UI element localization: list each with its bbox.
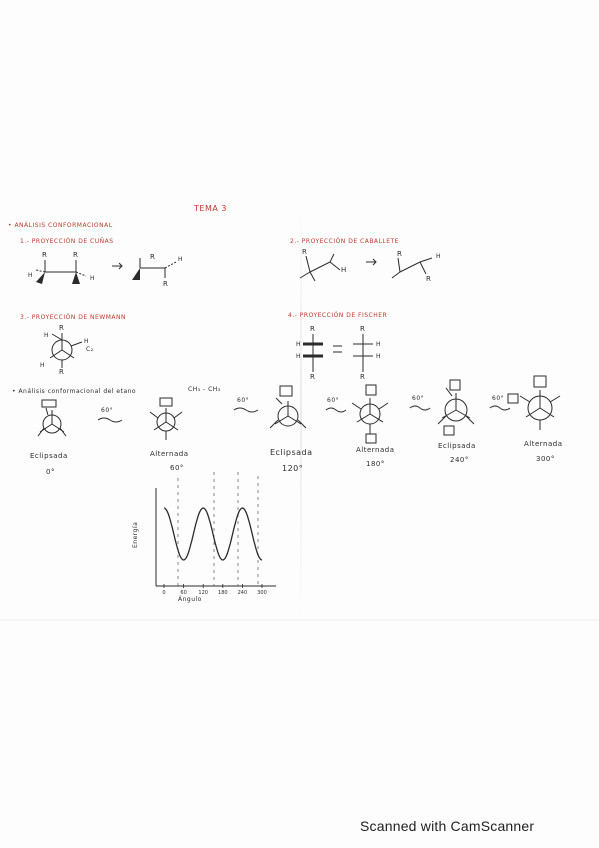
conformation-angle-5: 240°: [450, 456, 469, 464]
rotation-arrows: [97, 405, 511, 423]
main-heading: • ANÁLISIS CONFORMACIONAL: [8, 222, 113, 229]
atom-h-4: H: [341, 266, 347, 274]
page-fold: [300, 200, 302, 620]
conformer-newman-4: [351, 384, 389, 444]
newman-projection: [49, 333, 83, 368]
atom-r-8: R: [59, 324, 65, 332]
atom-r-2: R: [73, 251, 79, 259]
x-ticks: 0 60 120 180 240 300: [162, 584, 267, 596]
atom-r-5: R: [302, 248, 308, 256]
chart-ylabel: Energía: [132, 521, 139, 548]
atom-h-12: H: [376, 353, 382, 360]
atom-h-1: H: [28, 272, 34, 279]
conformer-newman-5: [437, 379, 475, 436]
atom-r-12: R: [360, 325, 366, 333]
energy-chart: 0 60 120 180 240 300: [155, 472, 276, 596]
rotation-label-3: 60°: [327, 397, 340, 404]
x-tick-label: 0: [162, 590, 165, 596]
atom-r-7: R: [426, 275, 432, 283]
atom-h-11: H: [296, 353, 302, 360]
rotation-label-4: 60°: [412, 395, 425, 402]
conformation-name-1: Eclipsada: [30, 452, 68, 460]
x-tick-label: 120: [198, 590, 208, 596]
camscanner-watermark: Scanned with CamScanner: [360, 818, 535, 834]
section-newmann: 3.- PROYECCIÓN DE NEWMANN: [20, 314, 126, 321]
atom-h-2: H: [90, 275, 96, 282]
atom-r-6: R: [397, 250, 403, 258]
wedge-projection: [35, 258, 177, 284]
analysis-heading: • Análisis conformacional del etano: [12, 388, 137, 395]
energy-curve: [163, 507, 263, 561]
conformer-newman-1: [37, 399, 67, 437]
sawhorse-projection: [299, 253, 433, 282]
atom-h-6: H: [44, 332, 50, 339]
analysis-formula: CH₃ - CH₃: [188, 386, 221, 393]
atom-r-10: R: [310, 325, 316, 333]
section-caballete: 2.- PROYECCIÓN DE CABALLETE: [290, 238, 399, 245]
conformer-newman-6: [507, 375, 561, 430]
x-tick-label: 60: [180, 590, 186, 596]
section-fischer: 4.- PROYECCIÓN DE FISCHER: [288, 312, 388, 319]
x-tick-label: 240: [238, 590, 248, 596]
atom-r-11: R: [310, 373, 316, 381]
atom-h-10: H: [376, 341, 382, 348]
atom-h-9: H: [296, 341, 302, 348]
atom-r-1: R: [42, 251, 48, 259]
x-tick-label: 180: [218, 590, 228, 596]
atom-h-3: H: [178, 256, 184, 263]
conformation-name-4: Alternada: [356, 446, 395, 454]
page-title: TEMA 3: [194, 204, 227, 213]
conformation-angle-6: 300°: [536, 455, 555, 463]
rotation-label-5: 60°: [492, 395, 505, 402]
atom-r-13: R: [360, 373, 366, 381]
conformer-newman-3: [269, 385, 307, 429]
conformation-angle-4: 180°: [366, 460, 385, 468]
section-cunas: 1.- PROYECCIÓN DE CUÑAS: [20, 238, 114, 245]
rotation-label-2: 60°: [237, 397, 250, 404]
conformation-name-5: Eclipsada: [438, 442, 476, 450]
conformation-name-3: Eclipsada: [270, 448, 313, 457]
atom-r-4: R: [163, 280, 169, 288]
conformation-name-2: Alternada: [150, 450, 189, 458]
atom-h-7: H: [40, 362, 46, 369]
conformation-angle-2: 60°: [170, 464, 184, 472]
atom-h-8: H: [84, 338, 90, 345]
atom-r-9: R: [59, 368, 65, 376]
rotation-label-1: 60°: [101, 407, 114, 414]
conformation-angle-1: 0°: [46, 468, 55, 476]
atom-c2: C₂: [86, 346, 94, 353]
conformation-angle-3: 120°: [282, 464, 304, 473]
atom-r-3: R: [150, 253, 156, 261]
x-tick-label: 300: [257, 590, 267, 596]
chart-xlabel: Ángulo: [178, 596, 202, 603]
atom-h-5: H: [436, 253, 442, 260]
conformer-newman-2: [149, 397, 183, 440]
conformation-name-6: Alternada: [524, 440, 563, 448]
fischer-projection: [303, 334, 373, 372]
